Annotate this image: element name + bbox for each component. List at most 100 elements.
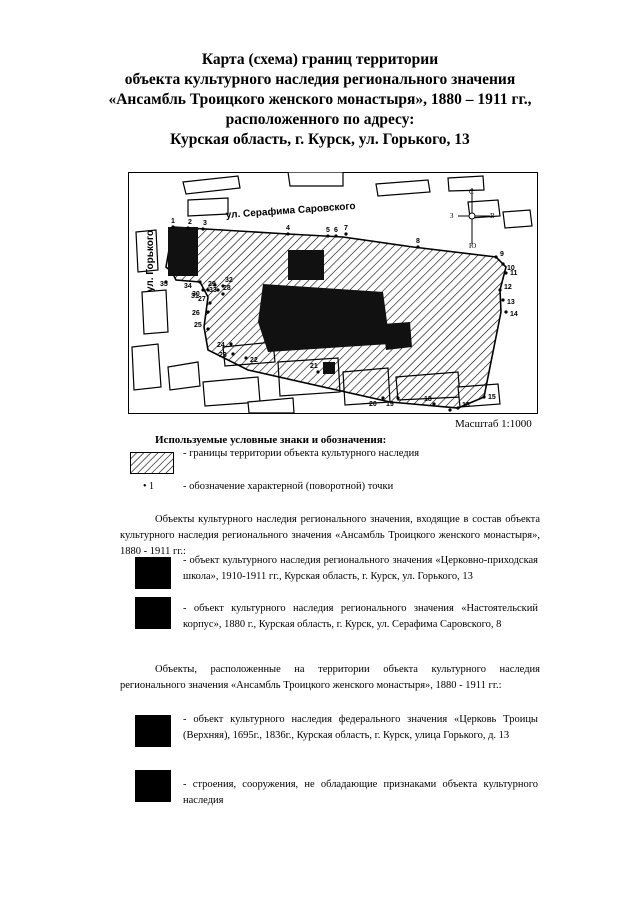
boundary-point-24 — [229, 342, 233, 346]
territory-map[interactable]: ул. Серафима Саровского ул. Горького С Ю… — [128, 172, 538, 414]
boundary-symbol — [130, 452, 174, 474]
compass-south: Ю — [469, 242, 476, 250]
boundary-point-15 — [482, 395, 486, 399]
boundary-point-3 — [201, 227, 205, 231]
page-title: Карта (схема) границ территории объекта … — [40, 50, 600, 150]
title-line-3: «Ансамбль Троицкого женского монастыря»,… — [108, 91, 532, 108]
boundary-point-label-15: 15 — [488, 394, 496, 401]
boundary-point-label-6: 6 — [334, 227, 338, 234]
boundary-point-33 — [213, 283, 217, 287]
boundary-point-label-7: 7 — [344, 225, 348, 232]
title-line-5: Курская область, г. Курск, ул. Горького,… — [170, 131, 470, 148]
boundary-point-label-25: 25 — [194, 322, 202, 329]
boundary-point-9 — [494, 255, 498, 259]
title-line-4: расположенного по адресу: — [225, 111, 415, 128]
boundary-point-label-33: 33 — [209, 287, 217, 294]
boundary-point-label-17: 17 — [444, 413, 452, 414]
boundary-point-10 — [501, 262, 505, 266]
boundary-point-label-3: 3 — [203, 220, 207, 227]
boundary-point-18 — [432, 402, 436, 406]
boundary-point-label-14: 14 — [510, 311, 518, 318]
other-structures-swatch — [135, 770, 171, 802]
boundary-point-31 — [201, 288, 205, 292]
boundary-point-8 — [416, 245, 420, 249]
boundary-point-22 — [244, 356, 248, 360]
heritage-buildings — [168, 227, 412, 374]
boundary-point-label-8: 8 — [416, 238, 420, 245]
boundary-point-label-11: 11 — [510, 270, 518, 277]
compass-north: С — [469, 188, 474, 196]
boundary-point-32 — [221, 284, 225, 288]
section1-item-2: - объект культурного наследия региональн… — [183, 603, 538, 630]
boundary-point-34 — [198, 280, 202, 284]
boundary-point-label-35: 35 — [160, 281, 168, 288]
boundary-point-5 — [326, 234, 330, 238]
boundary-point-23 — [231, 352, 235, 356]
boundary-point-7 — [344, 232, 348, 236]
boundary-point-label-4: 4 — [286, 225, 290, 232]
school-building-swatch — [135, 557, 171, 589]
boundary-point-21 — [316, 370, 320, 374]
boundary-point-label-32: 32 — [225, 277, 233, 284]
boundary-point-14 — [504, 310, 508, 314]
boundary-point-label-21: 21 — [310, 363, 318, 370]
legend-heading: Используемые условные знаки и обозначени… — [155, 434, 387, 446]
boundary-point-26 — [206, 310, 210, 314]
boundary-point-label-2: 2 — [188, 219, 192, 226]
boundary-point-1 — [171, 225, 175, 229]
boundary-point-28 — [221, 292, 225, 296]
section1-intro: Объекты культурного наследия регионально… — [120, 514, 540, 557]
section2-item-2: - строения, сооружения, не обладающие пр… — [183, 779, 538, 806]
section2-intro: Объекты, расположенные на территории объ… — [120, 664, 540, 691]
compass-east: В — [490, 212, 495, 220]
boundary-point-label-20: 20 — [369, 401, 377, 408]
street-label-left: ул. Горького — [145, 230, 156, 292]
legend-point-symbol: • 1 — [143, 481, 155, 492]
boundary-point-label-30: 30 — [192, 291, 200, 298]
boundary-point-label-19: 19 — [386, 401, 394, 408]
section1-item-1: - объект культурного наследия региональн… — [183, 555, 538, 582]
boundary-point-label-5: 5 — [326, 227, 330, 234]
compass-rose-icon — [458, 188, 490, 244]
boundary-point-27 — [208, 301, 212, 305]
boundary-point-label-23: 23 — [219, 352, 227, 359]
boundary-point-2 — [186, 226, 190, 230]
boundary-point-label-27: 27 — [198, 296, 206, 303]
boundary-point-label-16: 16 — [462, 402, 470, 409]
boundary-point-label-24: 24 — [217, 342, 225, 349]
legend-boundary-label: - границы территории объекта культурного… — [183, 448, 420, 459]
boundary-point-label-28: 28 — [223, 285, 231, 292]
title-line-2: объекта культурного наследия регионально… — [124, 71, 516, 88]
boundary-point-13 — [501, 298, 505, 302]
boundary-point-29 — [216, 288, 220, 292]
boundary-points: 1234567891011121314151617181920212223242… — [160, 218, 518, 414]
section2-item-1: - объект культурного наследия федерально… — [183, 714, 538, 741]
boundary-point-16 — [456, 406, 460, 410]
boundary-point-17 — [448, 408, 452, 412]
boundary-point-label-22: 22 — [250, 357, 258, 364]
boundary-point-label-13: 13 — [507, 299, 515, 306]
boundary-point-label-34: 34 — [184, 283, 192, 290]
boundary-point-label-26: 26 — [192, 310, 200, 317]
boundary-point-19 — [396, 396, 400, 400]
boundary-point-35 — [164, 280, 168, 284]
boundary-point-11 — [504, 271, 508, 275]
boundary-point-label-29: 29 — [208, 281, 216, 288]
boundary-point-4 — [286, 232, 290, 236]
church-building-swatch — [135, 715, 171, 747]
boundary-point-label-12: 12 — [504, 284, 512, 291]
boundary-point-label-10: 10 — [507, 265, 515, 272]
boundary-point-label-9: 9 — [500, 251, 504, 258]
compass-west: З — [450, 212, 454, 220]
boundary-point-label-1: 1 — [171, 218, 175, 225]
legend-point-label: - обозначение характерной (поворотной) т… — [183, 481, 394, 492]
boundary-point-label-31: 31 — [191, 293, 199, 300]
boundary-point-30 — [206, 288, 210, 292]
boundary-point-6 — [334, 234, 338, 238]
rectory-building-swatch — [135, 597, 171, 629]
boundary-point-12 — [498, 288, 502, 292]
map-scale: Масштаб 1:1000 — [455, 418, 532, 430]
boundary-point-label-18: 18 — [424, 396, 432, 403]
title-line-1: Карта (схема) границ территории — [201, 51, 439, 68]
boundary-point-20 — [381, 396, 385, 400]
